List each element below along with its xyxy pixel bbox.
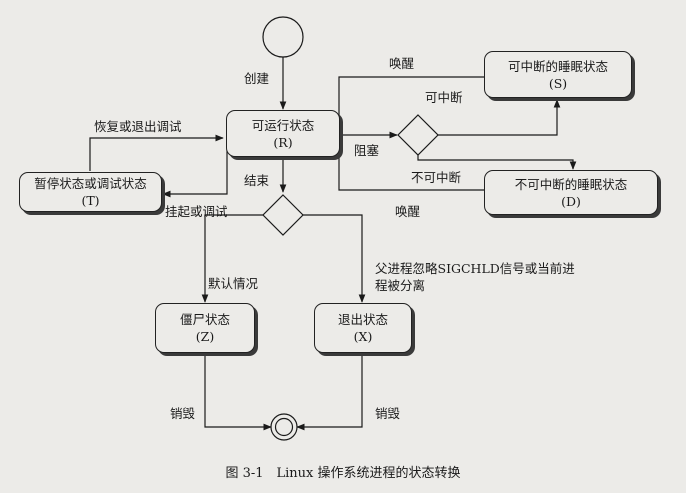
state-zombie-name: 僵尸状态: [179, 312, 230, 327]
state-stopped-name: 暂停状态或调试状态: [34, 176, 147, 191]
state-interruptible-code: (S): [548, 75, 568, 91]
final-state-inner: [274, 417, 294, 437]
edge-destroy-z: [204, 355, 272, 431]
edge-interruptible: [438, 99, 561, 136]
state-running-name: 可运行状态: [251, 117, 315, 133]
decision-node-sleep: [397, 114, 439, 156]
state-uninterruptible-sleep: 不可中断的睡眠状态 (D): [484, 170, 658, 215]
edge-destroy-x: [296, 355, 363, 431]
label-uninterruptible: 不可中断: [411, 170, 462, 185]
state-stopped-code: (T): [81, 193, 100, 208]
edge-wake-s: [335, 76, 484, 131]
edge-uninterruptible: [417, 155, 577, 170]
edge-default: [201, 214, 263, 303]
label-default: 默认情况: [208, 276, 259, 291]
label-create: 创建: [244, 71, 270, 86]
state-uninterruptible-code: (D): [561, 193, 581, 209]
state-exited-code: (X): [353, 329, 373, 344]
label-end: 结束: [244, 173, 270, 188]
label-ignore-line1: 父进程忽略SIGCHLD信号或当前进: [375, 261, 575, 276]
state-zombie-code: (Z): [195, 329, 215, 344]
label-destroy-x: 销毁: [375, 406, 401, 421]
state-running-code: (R): [273, 134, 293, 150]
label-interruptible: 可中断: [425, 90, 463, 105]
edge-ignore: [303, 214, 366, 303]
edge-suspend: [162, 148, 228, 198]
decision-node-exit: [262, 194, 304, 236]
edge-wake-d: [335, 139, 484, 191]
label-suspend: 挂起或调试: [165, 204, 228, 219]
edge-resume: [89, 134, 224, 171]
state-interruptible-sleep: 可中断的睡眠状态 (S): [484, 51, 632, 98]
state-zombie: 僵尸状态 (Z): [155, 303, 255, 353]
label-ignore-line2: 程被分离: [375, 278, 426, 293]
state-exited-name: 退出状态: [337, 312, 388, 327]
label-wake-d: 唤醒: [395, 204, 421, 219]
state-stopped: 暂停状态或调试状态 (T): [19, 172, 162, 212]
figure-caption: 图 3-1 Linux 操作系统进程的状态转换: [225, 466, 461, 481]
state-uninterruptible-name: 不可中断的睡眠状态: [514, 176, 628, 192]
label-wake-s: 唤醒: [389, 56, 415, 71]
label-destroy-z: 销毁: [170, 406, 196, 421]
state-running: 可运行状态 (R): [226, 110, 340, 157]
state-interruptible-name: 可中断的睡眠状态: [507, 58, 608, 74]
label-block: 阻塞: [354, 143, 380, 158]
initial-state-node: [262, 16, 304, 58]
label-resume: 恢复或退出调试: [94, 119, 182, 134]
state-exited: 退出状态 (X): [314, 303, 412, 353]
